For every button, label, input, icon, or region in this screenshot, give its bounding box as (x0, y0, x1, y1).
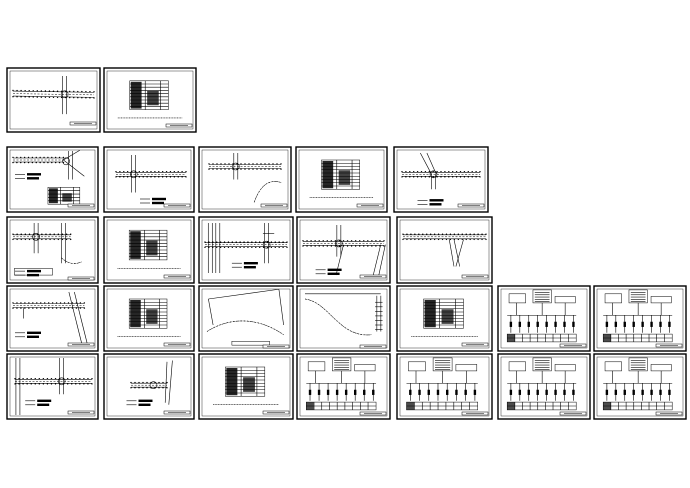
sheet-inner-border (201, 149, 289, 210)
drawing-sheet[interactable] (103, 146, 195, 213)
table-drawing (117, 298, 191, 347)
drawing-sheet[interactable] (6, 216, 99, 284)
sheet-inner-border (106, 356, 192, 417)
drawing-sheet[interactable] (198, 216, 294, 284)
sheet-inner-border (396, 149, 486, 210)
road-plan-drawing (206, 288, 290, 349)
road-plan-drawing (401, 152, 485, 208)
sheet-inner-border (299, 219, 388, 281)
sheet-inner-border (399, 219, 490, 281)
drawing-sheet[interactable] (6, 67, 101, 133)
sheet-inner-border (106, 219, 192, 281)
drawing-sheet[interactable] (6, 146, 99, 213)
drawing-sheet[interactable] (198, 285, 294, 352)
sheet-border (296, 216, 391, 284)
sheet-inner-border (106, 70, 194, 130)
drawing-sheet[interactable] (497, 285, 591, 352)
sheet-border (6, 353, 99, 420)
wiring-schematic-drawing (506, 357, 587, 416)
sheet-inner-border (106, 149, 192, 210)
sheet-inner-border (106, 288, 192, 349)
table-drawing (411, 298, 489, 347)
table-drawing (117, 80, 193, 128)
drawing-sheet[interactable] (393, 146, 489, 213)
drawing-sheet[interactable] (198, 146, 292, 213)
road-plan-drawing (402, 233, 489, 279)
drawing-sheet[interactable] (296, 285, 391, 352)
drawing-sheet[interactable] (396, 285, 493, 352)
sheet-border (103, 353, 195, 420)
drawing-sheet[interactable] (103, 67, 197, 133)
road-plan-drawing (14, 358, 95, 415)
sheet-border (393, 146, 489, 213)
sheet-border (296, 285, 391, 352)
road-plan-drawing (115, 155, 191, 208)
sheet-border (103, 146, 195, 213)
sheet-inner-border (9, 288, 96, 349)
drawing-sheet[interactable] (296, 216, 391, 284)
drawing-sheet[interactable] (396, 216, 493, 284)
wiring-schematic-drawing (406, 357, 489, 416)
sheet-inner-border (596, 288, 684, 349)
sheet-inner-border (596, 356, 684, 417)
drawing-sheet[interactable] (103, 285, 195, 352)
road-plan-drawing (12, 223, 95, 281)
sheet-inner-border (201, 219, 291, 281)
drawing-sheet[interactable] (6, 285, 99, 352)
road-plan-drawing (12, 291, 95, 347)
wiring-schematic-drawing (602, 289, 683, 348)
sheet-inner-border (500, 356, 588, 417)
sheet-inner-border (299, 288, 388, 349)
sheet-inner-border (298, 149, 385, 210)
table-drawing (117, 229, 191, 279)
road-plan-drawing (12, 76, 97, 126)
road-plan-drawing (304, 293, 387, 349)
drawing-sheet[interactable] (593, 353, 687, 420)
road-plan-drawing (12, 149, 95, 208)
drawing-sheet[interactable] (6, 353, 99, 420)
drawing-sheet[interactable] (497, 353, 591, 420)
drawing-sheet[interactable] (103, 353, 195, 420)
road-plan-drawing (302, 225, 387, 279)
sheet-border (295, 146, 388, 213)
sheet-inner-border (9, 356, 96, 417)
sheet-inner-border (399, 356, 490, 417)
sheet-inner-border (9, 70, 98, 130)
wiring-schematic-drawing (306, 357, 387, 416)
sheet-border (6, 285, 99, 352)
table-drawing (309, 159, 384, 208)
sheet-inner-border (201, 288, 291, 349)
drawing-sheet[interactable] (593, 285, 687, 352)
sheet-border (396, 216, 493, 284)
wiring-schematic-drawing (602, 357, 683, 416)
road-plan-drawing (126, 360, 191, 415)
sheet-inner-border (399, 288, 490, 349)
sheet-border (198, 285, 294, 352)
drawing-sheet[interactable] (295, 146, 388, 213)
road-plan-drawing (208, 153, 288, 208)
drawing-sheet[interactable] (103, 216, 195, 284)
sheet-border (198, 146, 292, 213)
sheet-border (198, 216, 294, 284)
sheet-border (6, 67, 101, 133)
drawing-sheet[interactable] (198, 353, 294, 420)
sheet-inner-border (9, 219, 96, 281)
wiring-schematic-drawing (506, 289, 587, 348)
sheet-inner-border (500, 288, 588, 349)
table-drawing (213, 366, 290, 415)
road-plan-drawing (204, 223, 288, 273)
sheet-border (103, 67, 197, 133)
sheet-inner-border (9, 149, 96, 210)
drawing-sheet[interactable] (296, 353, 391, 420)
drawing-sheet[interactable] (396, 353, 493, 420)
sheet-inner-border (299, 356, 388, 417)
sheet-inner-border (201, 356, 291, 417)
